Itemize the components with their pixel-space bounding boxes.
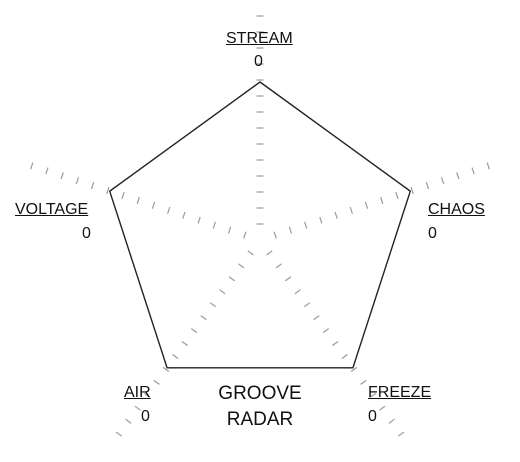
spoke-tick	[134, 405, 141, 411]
spoke-tick	[151, 201, 156, 209]
spoke-tick	[181, 341, 188, 347]
spoke-tick	[294, 289, 301, 295]
spoke-tick	[332, 341, 339, 347]
spoke-tick	[227, 226, 232, 234]
spoke-tick	[266, 250, 273, 256]
spoke-tick	[45, 167, 49, 175]
chart-title: GROOVE RADAR	[190, 381, 330, 433]
spoke-tick	[190, 328, 198, 334]
spoke-tick	[288, 226, 293, 234]
spoke-tick	[275, 263, 282, 269]
spoke-tick	[334, 211, 338, 219]
spoke-tick	[162, 366, 170, 372]
axis-value-freeze: 0	[368, 408, 377, 425]
spoke-tick	[200, 315, 207, 321]
spoke-tick	[471, 167, 475, 175]
spoke-chaos	[273, 162, 490, 239]
axis-value-voltage: 0	[82, 225, 91, 242]
spoke-tick	[349, 206, 353, 214]
spoke-tick	[172, 353, 179, 360]
spoke-tick	[456, 172, 460, 180]
spoke-tick	[247, 250, 254, 256]
axis-label-stream: STREAM	[226, 30, 293, 47]
spoke-tick	[106, 187, 110, 195]
axis-label-voltage: VOLTAGE	[15, 201, 89, 218]
radar-spokes	[30, 15, 490, 437]
spoke-tick	[212, 221, 216, 229]
axis-value-chaos: 0	[428, 225, 437, 242]
axis-label-air: AIR	[124, 384, 151, 401]
spoke-tick	[75, 177, 80, 185]
spoke-tick	[209, 302, 217, 308]
chart-title-line-1: GROOVE	[218, 383, 302, 404]
spoke-tick	[379, 405, 386, 411]
spoke-tick	[182, 211, 186, 219]
axis-label-chaos: CHAOS	[428, 201, 485, 218]
spoke-tick	[440, 177, 445, 185]
spoke-tick	[125, 418, 132, 424]
spoke-tick	[322, 328, 330, 334]
spoke-tick	[388, 418, 395, 424]
spoke-tick	[341, 353, 348, 360]
spoke-tick	[360, 379, 367, 385]
spoke-tick	[273, 231, 277, 239]
spoke-tick	[167, 206, 171, 214]
spoke-tick	[380, 196, 384, 204]
spoke-tick	[90, 182, 95, 190]
axis-label-freeze: FREEZE	[368, 384, 432, 401]
spoke-freeze	[266, 250, 405, 437]
spoke-tick	[197, 216, 201, 224]
spoke-tick	[30, 162, 34, 170]
spoke-tick	[243, 231, 247, 239]
spoke-stream	[256, 15, 264, 225]
spoke-tick	[369, 392, 377, 398]
spoke-tick	[319, 216, 323, 224]
spoke-tick	[121, 192, 125, 199]
spoke-air	[115, 250, 254, 437]
spoke-tick	[486, 162, 490, 170]
spoke-tick	[136, 196, 140, 204]
radar-pentagon-frame	[108, 81, 412, 369]
spoke-tick	[238, 263, 245, 269]
spoke-tick	[228, 276, 235, 282]
spoke-tick	[304, 221, 308, 229]
spoke-tick	[219, 289, 226, 295]
spoke-tick	[397, 431, 405, 437]
spoke-tick	[285, 276, 292, 282]
spoke-tick	[410, 187, 414, 195]
axis-value-stream: 0	[254, 53, 263, 70]
axis-value-air: 0	[141, 408, 150, 425]
spoke-voltage	[30, 162, 247, 239]
spoke-tick	[60, 172, 64, 180]
spoke-tick	[425, 182, 430, 190]
chart-title-line-2: RADAR	[226, 409, 294, 430]
spoke-tick	[395, 192, 399, 199]
spoke-tick	[153, 379, 160, 385]
spoke-tick	[350, 366, 358, 372]
spoke-tick	[303, 302, 311, 308]
spoke-tick	[313, 315, 320, 321]
spoke-tick	[143, 392, 151, 398]
spoke-tick	[364, 201, 369, 209]
spoke-tick	[115, 431, 123, 437]
